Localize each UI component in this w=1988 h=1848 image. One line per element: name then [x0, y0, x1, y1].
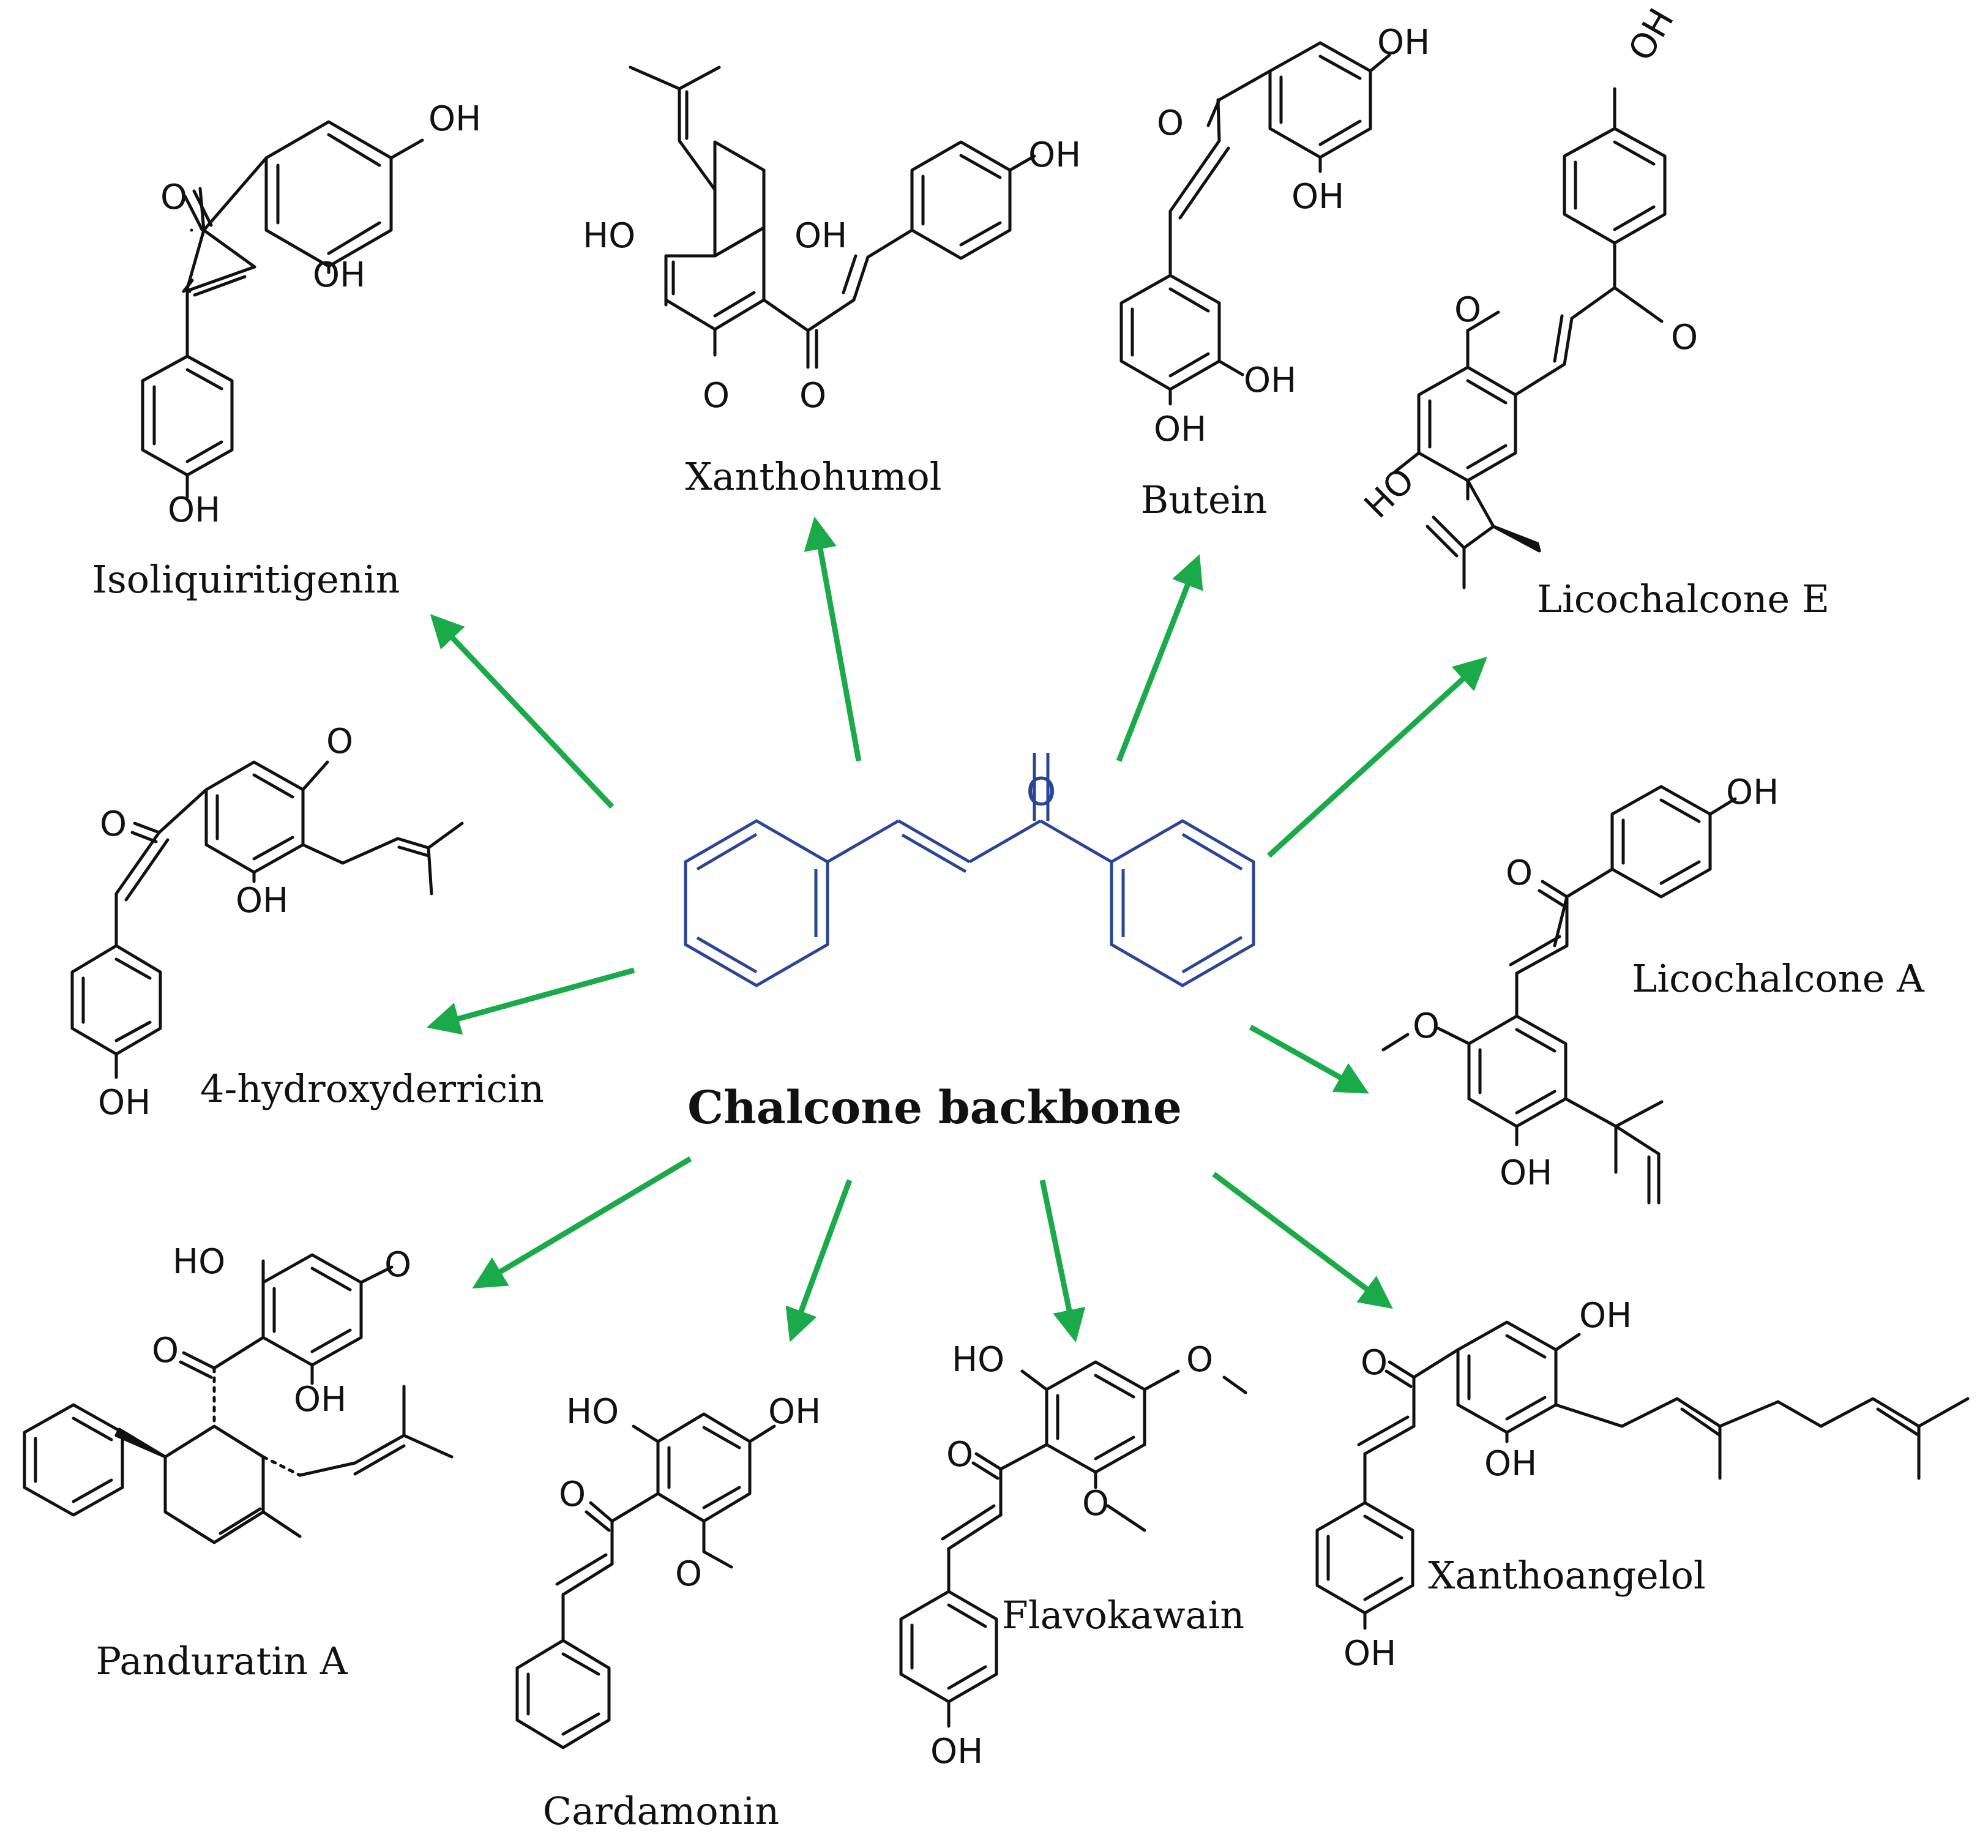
oh-label: OH	[1579, 1296, 1632, 1336]
oxygen-label: O	[1506, 853, 1533, 893]
arrow-to-licochalcone-e	[1266, 656, 1487, 858]
chalcone-backbone-label: Chalcone backbone	[687, 1082, 1182, 1134]
oh-label: OH	[1154, 410, 1206, 449]
oxygen-label: O	[384, 1245, 411, 1285]
oh-label: OH	[1484, 1444, 1537, 1484]
panduratin-a-label: Panduratin A	[95, 1639, 348, 1683]
isoliquiritigenin-label: Isoliquiritigenin	[92, 557, 400, 602]
4-hydroxyderricin-label: 4-hydroxyderricin	[200, 1066, 544, 1111]
arrow-to-flavokawain	[1039, 1180, 1086, 1343]
licochalcone-a-structure: OH O O OH	[1381, 772, 1779, 1205]
ho-label: HO	[952, 1340, 1004, 1380]
oh-label: OH	[236, 881, 288, 921]
oxygen-label: O	[152, 1331, 179, 1371]
oxygen-label: O	[100, 804, 127, 844]
flavokawain-structure: HO O O O OH	[899, 1340, 1247, 1771]
arrow-to-butein	[1116, 554, 1203, 762]
licochalcone-e-label: Licochalcone E	[1537, 577, 1829, 621]
ho-label: HO	[173, 1242, 225, 1282]
oxygen-label: O	[326, 722, 353, 761]
xanthoangelol-label: Xanthoangelol	[1428, 1553, 1705, 1598]
4-hydroxyderricin-structure: O O OH OH	[70, 722, 464, 1123]
licochalcone-e-structure: OH O O HO	[1357, 2, 1698, 589]
xanthohumol-structure: HO OH OH O O	[583, 65, 1081, 416]
oxygen-label: O	[1157, 103, 1184, 143]
oh-label: OH	[1343, 1634, 1396, 1674]
oxygen-label: O	[1671, 318, 1698, 357]
arrow-to-4-hydroxyderricin	[426, 967, 635, 1035]
oxygen-label: O	[559, 1475, 586, 1514]
arrow-to-xanthoangelol	[1212, 1172, 1393, 1309]
backbone-oxygen-label: O	[1026, 769, 1056, 814]
oh-label: OH	[768, 1392, 821, 1432]
oxygen-label: O	[703, 376, 730, 416]
ho-label: HO	[566, 1392, 619, 1432]
isoliquiritigenin-structure: OH OH O OH	[141, 99, 481, 530]
butein-label: Butein	[1141, 477, 1268, 522]
licochalcone-a-label: Licochalcone A	[1632, 956, 1925, 1001]
oh-label: OH	[168, 490, 220, 530]
flavokawain-label: Flavokawain	[1002, 1593, 1245, 1637]
oxygen-label: O	[1186, 1340, 1213, 1380]
xanthoangelol-structure: OH O OH OH	[1315, 1296, 1970, 1674]
butein-structure: OH OH O OH OH	[1119, 23, 1430, 449]
arrow-to-panduratin-a	[472, 1156, 692, 1289]
oh-label: OH	[428, 99, 481, 139]
arrow-to-cardamonin	[785, 1179, 853, 1342]
oxygen-label: O	[160, 178, 187, 217]
oh-label: OH	[313, 255, 365, 295]
panduratin-a-structure: HO O O OH	[23, 1242, 454, 1544]
ho-label: HO	[583, 216, 635, 256]
oxygen-label: O	[1413, 1006, 1440, 1046]
cardamonin-label: Cardamonin	[543, 1789, 780, 1833]
oh-label: OH	[1621, 2, 1681, 67]
chalcone-backbone-structure: O	[684, 753, 1255, 987]
oh-label: OH	[1291, 177, 1344, 217]
oxygen-label: O	[1082, 1484, 1109, 1524]
arrow-to-licochalcone-a	[1249, 1025, 1369, 1094]
oh-label: OH	[1244, 361, 1296, 400]
arrow-to-isoliquiritigenin	[430, 614, 615, 809]
oxygen-label: O	[675, 1554, 702, 1594]
oh-label: OH	[794, 216, 847, 256]
oh-label: OH	[1726, 772, 1779, 812]
xanthohumol-label: Xanthohumol	[685, 454, 941, 499]
oh-label: OH	[1500, 1153, 1552, 1193]
cardamonin-structure: HO OH O O	[515, 1392, 821, 1749]
oxygen-label: O	[1454, 290, 1481, 330]
oh-label: OH	[1028, 135, 1081, 175]
oxygen-label: O	[1361, 1343, 1388, 1383]
arrow-to-xanthohumol	[804, 516, 862, 761]
oh-label: OH	[98, 1083, 151, 1123]
oh-label: OH	[294, 1380, 346, 1420]
oxygen-label: O	[799, 376, 826, 416]
ho-label: HO	[1357, 460, 1422, 526]
oxygen-label: O	[946, 1435, 973, 1475]
arrow-group	[426, 516, 1487, 1343]
oh-label: OH	[1377, 23, 1430, 62]
oh-label: OH	[930, 1732, 983, 1771]
